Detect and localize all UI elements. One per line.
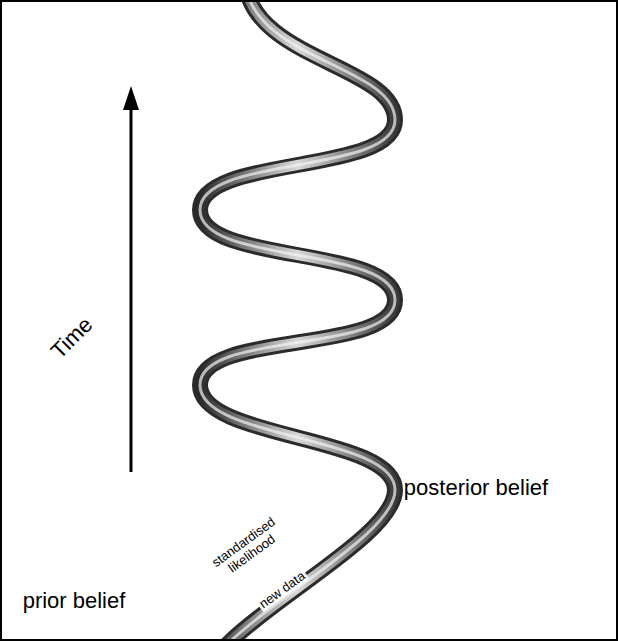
ribbon-edge xyxy=(200,2,395,639)
ribbon-face xyxy=(200,2,395,639)
helix-ribbon xyxy=(200,2,395,639)
ribbon-highlight xyxy=(200,2,395,639)
time-arrow-head xyxy=(123,86,139,110)
state-label: prior belief xyxy=(23,589,126,613)
state-label: posterior belief xyxy=(404,476,548,500)
ribbon-label: standardised likelihood xyxy=(202,509,293,586)
time-arrow-shaft xyxy=(130,108,133,472)
axis-label: Time xyxy=(46,312,97,363)
